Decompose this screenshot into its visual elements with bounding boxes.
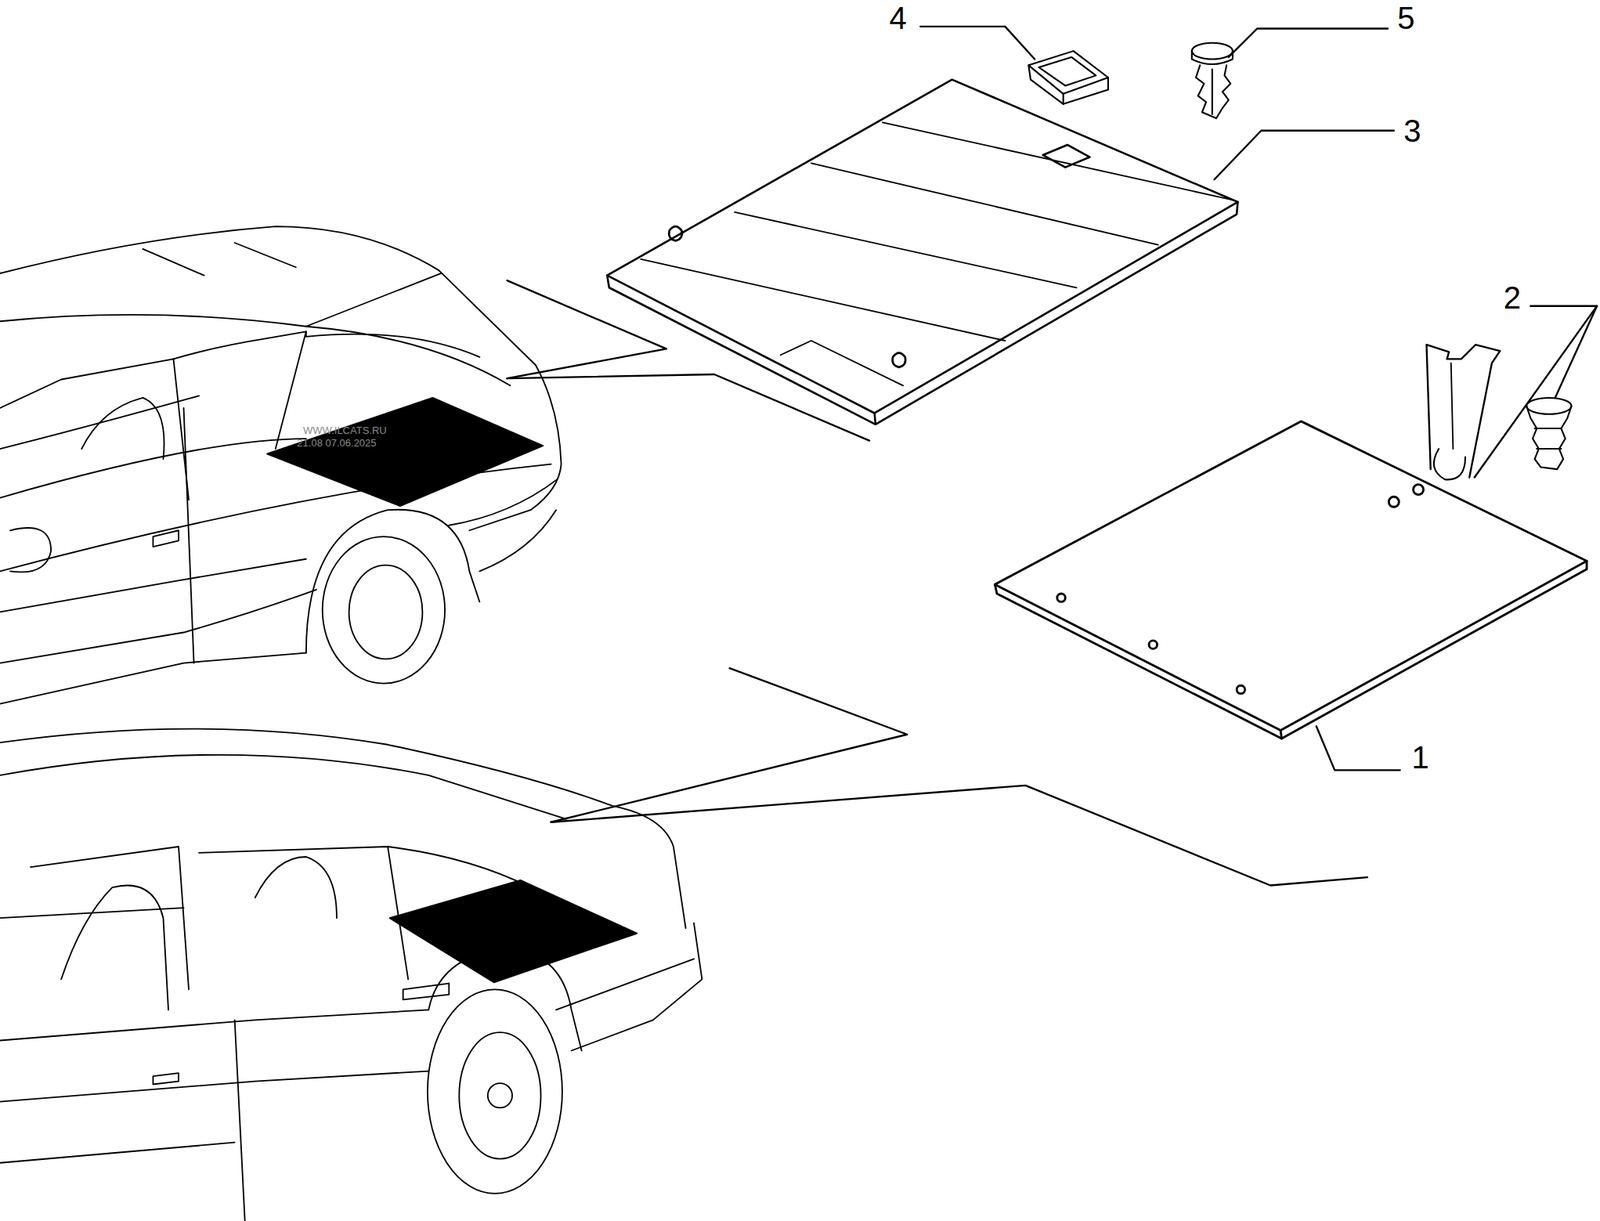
watermark: WWW.ILCATS.RU (303, 424, 387, 435)
callout-number: 1 (1412, 741, 1430, 773)
callout-number: 4 (888, 2, 907, 34)
watermark: 21.08 07.06.2025 (296, 437, 376, 448)
callout-number: 5 (1397, 2, 1415, 34)
callout-number: 3 (1403, 115, 1421, 147)
callout-number: 2 (1503, 281, 1521, 314)
